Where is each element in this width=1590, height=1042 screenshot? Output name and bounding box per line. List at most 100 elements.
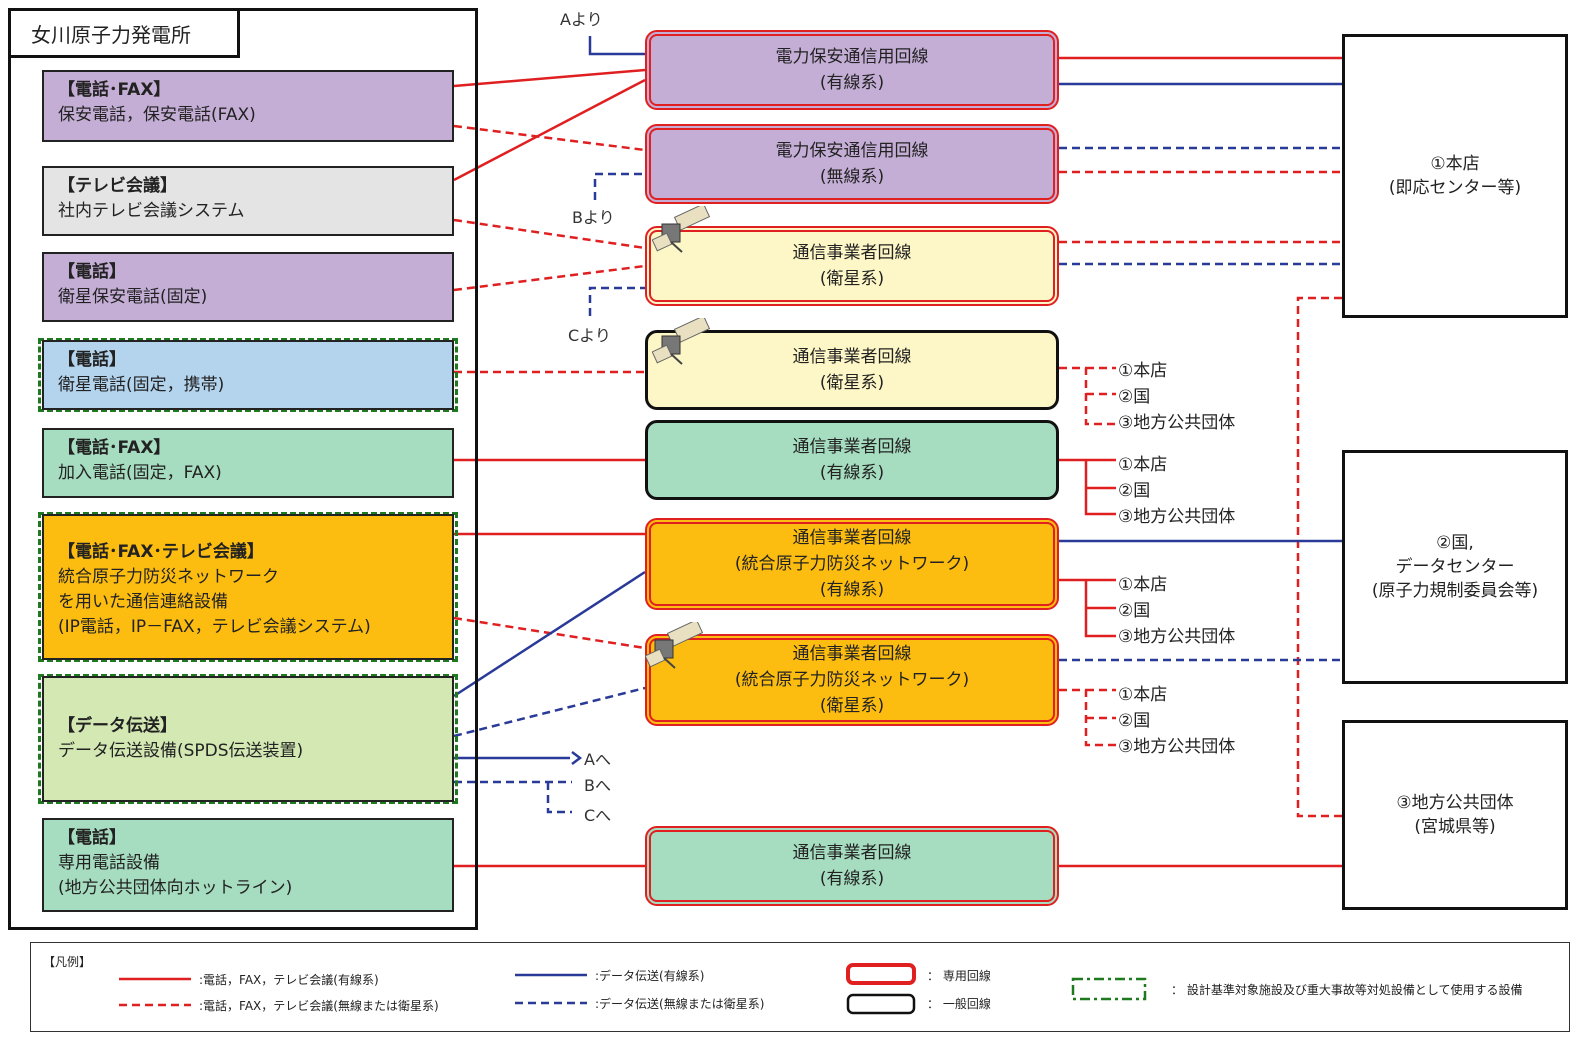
equip-sat-hoan-phone[interactable]: 【電話】 衛星保安電話(固定) [42,252,454,322]
line-name: 通信事業者回線 [792,644,912,664]
wire-branch-3 [1059,688,1116,747]
legend-swatches [119,963,1147,1015]
line-togo-sat[interactable]: 通信事業者回線 (統合原子力防災ネットワーク) (衛星系) [645,634,1059,726]
line-type: (有線系) [819,580,885,600]
dest-detail: (即応センター等) [1388,178,1522,198]
equip-heading: 【電話･FAX】 [58,438,171,458]
dbsa-frame-togo [38,512,458,662]
branch-label: ②国 [1118,387,1151,407]
facility-frame [8,8,478,930]
wire-b-from [593,172,645,200]
equip-text: 専用電話設備 (地方公共団体向ホットライン) [58,853,293,898]
line-type: (衛星系) [819,269,885,289]
line-carrier-wired-1[interactable]: 通信事業者回線 (有線系) [645,420,1059,500]
wire-satphone-sat [453,264,646,292]
legend-dedicated-swatch [846,963,916,985]
equip-heading: 【電話】 [58,350,126,370]
legend-general-label: ： 一般回線 [927,997,991,1011]
line-type: (有線系) [819,869,885,889]
branch-label: ①本店 [1118,455,1168,475]
ref-a-to: Aへ [584,750,611,769]
line-type: (有線系) [819,463,885,483]
dest-kuni[interactable]: ②国, データセンター (原子力規制委員会等) [1342,450,1568,684]
legend-red-solid-label: :電話，FAX，テレビ会議(有線系) [199,973,379,987]
legend-dedicated-label: ： 専用回線 [927,969,991,983]
dest-local-gov[interactable]: ③地方公共団体 (宮城県等) [1342,720,1568,910]
wire-data-c [546,782,572,814]
ref-a-from: Aより [560,10,603,29]
equip-heading: 【電話】 [58,262,126,282]
dbsa-frame-data [38,674,458,804]
legend-blue-dash-label: :データ伝送(無線または衛星系) [595,997,765,1011]
line-name: 通信事業者回線 [792,437,912,457]
equip-tv-conference[interactable]: 【テレビ会議】 社内テレビ会議システム [42,166,454,236]
equip-kanyu-phone[interactable]: 【電話･FAX】 加入電話(固定，FAX) [42,428,454,498]
equip-text: 保安電話，保安電話(FAX) [58,105,256,125]
dbsa-frame-satphone [38,338,458,412]
wire-a-from [588,36,645,56]
legend-title: 【凡例】 [43,955,92,969]
wire-hoan-wireless [453,124,646,152]
wire-tv-sat [453,218,646,250]
equip-text: 統合原子力防災ネットワーク を用いた通信連絡設備 (IP電話，IP－FAX，テレ… [58,567,371,637]
dest-detail: (原子力規制委員会等) [1371,581,1539,601]
dest-name: ②国, [1436,533,1474,553]
legend-red-dash-label: :電話，FAX，テレビ会議(無線または衛星系) [199,999,439,1013]
branch-label: ②国 [1118,481,1151,501]
branch-label: ②国 [1118,711,1151,731]
branch-label: ③地方公共団体 [1118,737,1236,757]
equip-heading: 【データ伝送】 [58,716,177,736]
equip-togo-network[interactable]: 【電話･FAX･テレビ会議】 統合原子力防災ネットワーク を用いた通信連絡設備 … [42,514,454,660]
wire-branch-1 [1059,366,1116,426]
wire-hoan-wired [453,68,646,88]
equip-text: 社内テレビ会議システム [58,201,245,221]
equip-data-transfer[interactable]: 【データ伝送】 データ伝送設備(SPDS伝送装置) [42,676,454,802]
branch-label: ③地方公共団体 [1118,627,1236,647]
wire-tv-wired [453,78,646,182]
equip-sat-phone[interactable]: 【電話】 衛星電話(固定，携帯) [42,340,454,410]
branch-label: ①本店 [1118,685,1168,705]
branch-label: ③地方公共団体 [1118,507,1236,527]
equip-hotline[interactable]: 【電話】 専用電話設備 (地方公共団体向ホットライン) [42,818,454,912]
line-network: (統合原子力防災ネットワーク) [734,670,970,690]
satellite-icon [652,206,711,253]
line-name: 通信事業者回線 [792,843,912,863]
line-hoan-wired[interactable]: 電力保安通信用回線 (有線系) [645,30,1059,110]
dest-name: ①本店 [1430,154,1480,174]
legend-blue-solid-label: :データ伝送(有線系) [595,969,705,983]
legend-dbsa-swatch [1071,977,1147,1001]
branch-label: ③地方公共団体 [1118,413,1236,433]
legend: 【凡例】 :電話，FAX，テレビ会議(有線系) :電話，FAX，テレビ会議(無線… [30,942,1570,1032]
branch-label: ①本店 [1118,575,1168,595]
line-type: (無線系) [819,167,885,187]
ref-b-to: Bへ [584,776,611,795]
dest-honten[interactable]: ①本店 (即応センター等) [1342,34,1568,318]
line-togo-wired[interactable]: 通信事業者回線 (統合原子力防災ネットワーク) (有線系) [645,518,1059,610]
satellite-icon [645,622,704,669]
line-name: 通信事業者回線 [792,347,912,367]
line-carrier-sat-2[interactable]: 通信事業者回線 (衛星系) [645,330,1059,410]
ref-c-to: Cへ [584,806,612,825]
wire-branch-2 [1059,458,1116,516]
facility-title: 女川原子力発電所 [8,8,240,58]
equip-hoan-phone[interactable]: 【電話･FAX】 保安電話，保安電話(FAX) [42,70,454,142]
line-name: 通信事業者回線 [792,528,912,548]
dest-detail: (宮城県等) [1414,817,1496,837]
ref-b-from: Bより [572,208,615,227]
line-hoan-wireless[interactable]: 電力保安通信用回線 (無線系) [645,124,1059,204]
branch-label: ②国 [1118,601,1151,621]
legend-general-swatch [846,993,916,1015]
equip-heading: 【電話･FAX･テレビ会議】 [58,542,264,562]
wire-data-togo [453,570,646,698]
line-name: 通信事業者回線 [792,243,912,263]
line-carrier-wired-2[interactable]: 通信事業者回線 (有線系) [645,826,1059,906]
satellite-icon [652,318,711,365]
line-carrier-sat-1[interactable]: 通信事業者回線 (衛星系) [645,226,1059,306]
ref-c-from: Cより [568,326,611,345]
line-name: 電力保安通信用回線 [775,47,929,67]
wire-branch-togo [1059,578,1116,638]
arrow-a [571,751,583,765]
equip-heading: 【電話･FAX】 [58,80,171,100]
equip-text: 衛星保安電話(固定) [58,287,208,307]
